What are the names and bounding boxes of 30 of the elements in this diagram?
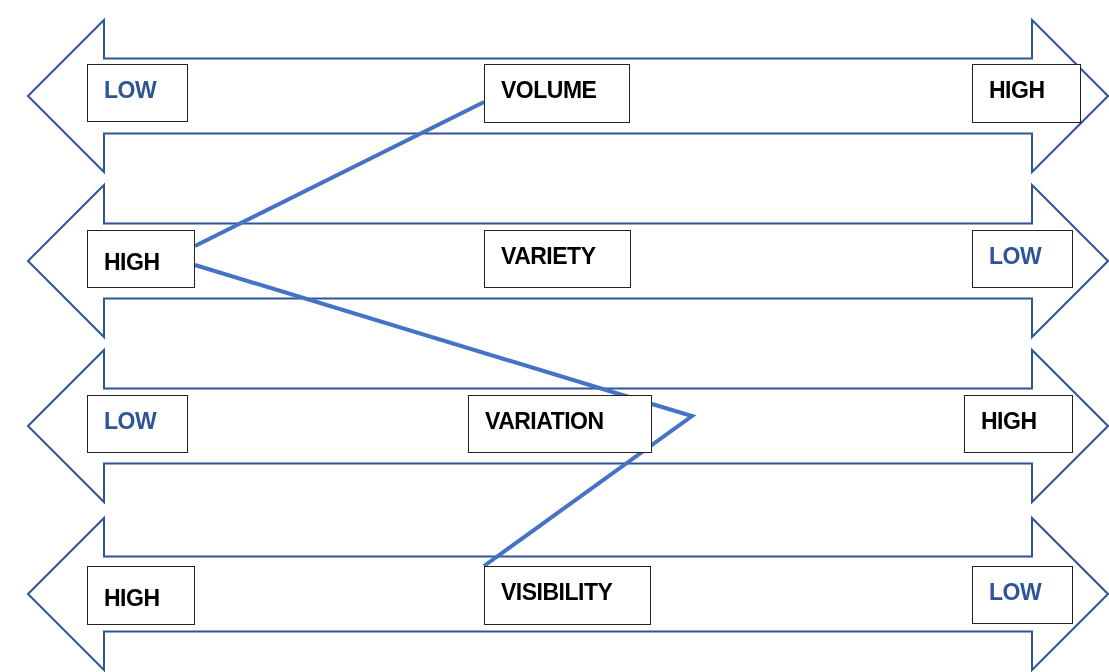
- scale-label: LOW: [989, 579, 1042, 606]
- label-box: [972, 64, 1081, 123]
- double-headed-arrow: [28, 19, 1108, 172]
- scale-label: VARIATION: [485, 408, 604, 435]
- label-box: [484, 230, 631, 288]
- scale-label: HIGH: [981, 408, 1037, 435]
- label-box: [87, 230, 195, 288]
- scale-label: HIGH: [104, 585, 160, 612]
- scale-label: HIGH: [104, 249, 160, 276]
- scale-label: LOW: [989, 243, 1042, 270]
- label-box: [484, 64, 630, 123]
- scale-label: HIGH: [989, 77, 1045, 104]
- label-box: [87, 566, 195, 625]
- trend-line: [194, 100, 485, 248]
- label-box: [87, 64, 188, 122]
- label-box: [484, 566, 651, 625]
- label-box: [972, 230, 1073, 288]
- label-box: [87, 395, 188, 453]
- double-headed-arrow: [28, 184, 1108, 337]
- scale-label: LOW: [104, 408, 157, 435]
- double-headed-arrow: [28, 518, 1108, 670]
- trend-line: [482, 402, 697, 568]
- label-box: [468, 395, 652, 453]
- label-box: [964, 395, 1073, 453]
- scale-label: VOLUME: [501, 77, 597, 104]
- scale-label: VISIBILITY: [501, 579, 613, 606]
- scale-label: LOW: [104, 77, 157, 104]
- double-headed-arrow: [28, 350, 1108, 502]
- scale-label: VARIETY: [501, 243, 596, 270]
- label-box: [972, 566, 1073, 624]
